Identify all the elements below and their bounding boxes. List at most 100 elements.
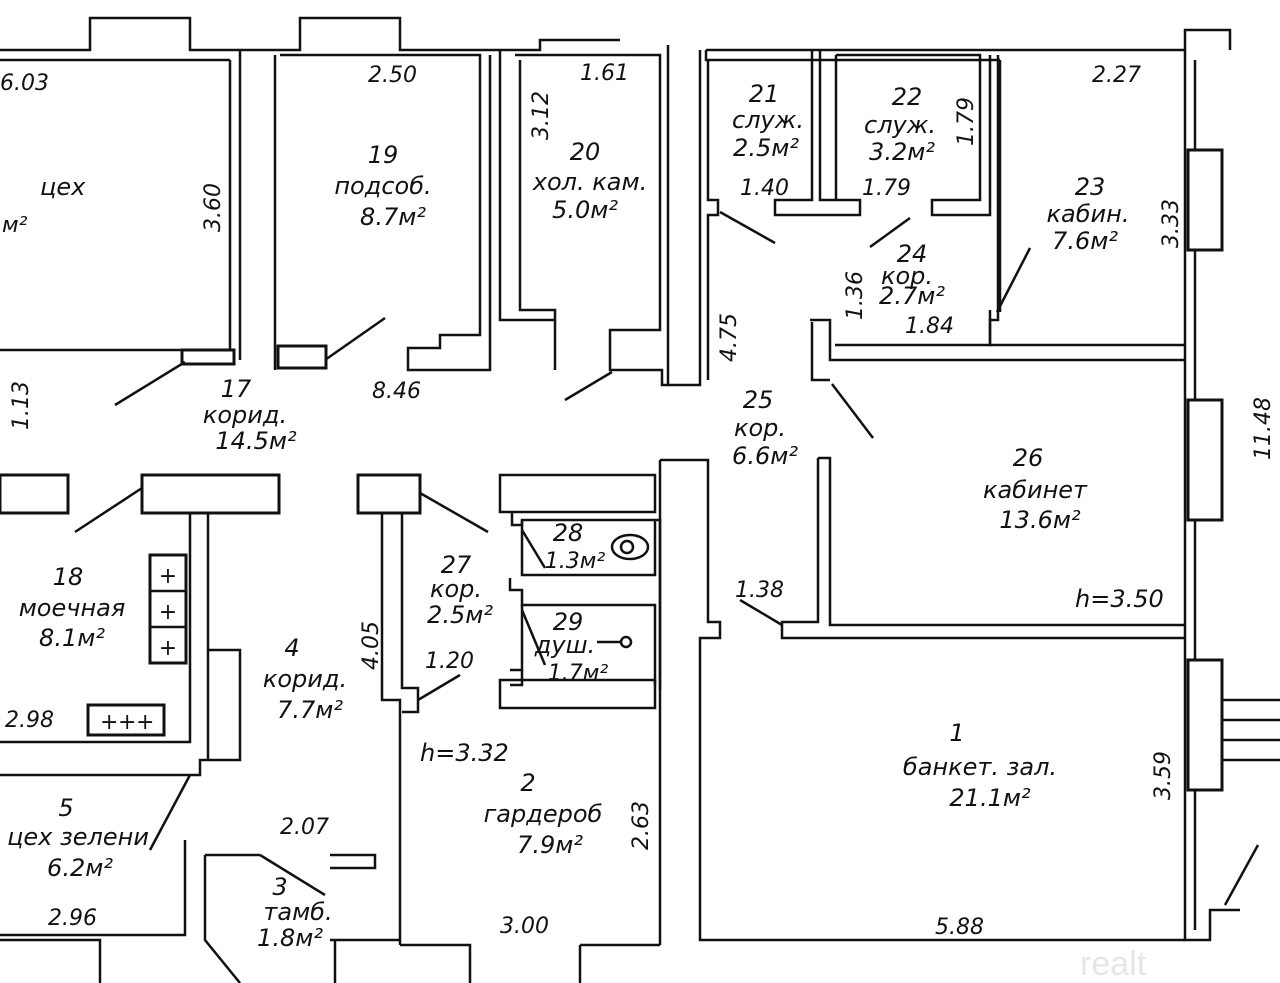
svg-text:27: 27 [441, 551, 472, 579]
svg-text:7.7м²: 7.7м² [277, 696, 343, 724]
svg-text:25: 25 [743, 386, 774, 414]
svg-text:2.5м²: 2.5м² [427, 601, 493, 629]
svg-text:2.5м²: 2.5м² [733, 134, 799, 162]
svg-text:кор.: кор. [430, 575, 482, 603]
dim-3-33: 3.33 [1159, 199, 1184, 248]
room-23: 23 кабин. 7.6м² [1047, 173, 1130, 255]
dim-3-12: 3.12 [529, 91, 554, 140]
svg-text:24: 24 [897, 240, 928, 268]
svg-text:моечная: моечная [19, 594, 126, 622]
svg-text:служ.: служ. [732, 106, 804, 134]
dimension-labels: 6.03 3.60 2.50 1.61 3.12 1.40 1.79 1.79 … [0, 61, 1276, 940]
svg-text:+: + [159, 600, 177, 625]
svg-text:+: + [159, 636, 177, 661]
dim-1-38: 1.38 [735, 578, 784, 603]
dim-2-98: 2.98 [5, 708, 54, 733]
svg-text:3.2м²: 3.2м² [869, 138, 935, 166]
dim-4-75: 4.75 [717, 313, 742, 362]
dim-1-20: 1.20 [425, 649, 474, 674]
svg-text:корид.: корид. [203, 401, 287, 429]
dim-2-96: 2.96 [48, 906, 97, 931]
room-19: 19 подсоб. 8.7м² [334, 141, 431, 231]
door-swings [74, 210, 1260, 906]
svg-text:служ.: служ. [864, 111, 936, 139]
dim-1-84: 1.84 [905, 314, 954, 339]
svg-text:душ.: душ. [534, 631, 595, 659]
dim-1-61: 1.61 [580, 61, 629, 86]
svg-text:23: 23 [1075, 173, 1106, 201]
svg-text:хол. кам.: хол. кам. [532, 168, 647, 196]
room-25: 25 кор. 6.6м² [732, 386, 798, 470]
dim-1-13: 1.13 [9, 381, 34, 430]
svg-text:4: 4 [284, 634, 299, 662]
svg-text:21: 21 [749, 80, 780, 108]
dim-2-27: 2.27 [1092, 63, 1141, 88]
svg-text:1: 1 [949, 719, 964, 747]
walls: + + + + + + [0, 16, 1280, 983]
dim-1-79a: 1.79 [862, 176, 911, 201]
svg-text:кабинет: кабинет [983, 476, 1088, 504]
svg-text:1.7м²: 1.7м² [548, 661, 609, 686]
room-3: 3 тамб. 1.8м² [257, 873, 333, 952]
room-26: 26 кабинет 13.6м² [983, 444, 1088, 534]
svg-text:5.0м²: 5.0м² [552, 196, 618, 224]
svg-text:2.7м²: 2.7м² [879, 282, 945, 310]
dim-3-60: 3.60 [201, 183, 226, 232]
svg-text:кор.: кор. [734, 414, 786, 442]
svg-text:+: + [159, 564, 177, 589]
svg-text:8.1м²: 8.1м² [39, 624, 105, 652]
svg-text:гардероб: гардероб [484, 800, 603, 828]
svg-text:5: 5 [58, 794, 73, 822]
svg-text:тамб.: тамб. [263, 898, 332, 926]
svg-text:18: 18 [53, 563, 84, 591]
dim-6-03: 6.03 [0, 71, 49, 96]
dim-3-59: 3.59 [1151, 751, 1176, 800]
watermark: realt [1080, 945, 1147, 983]
room-18: 18 моечная 8.1м² [19, 563, 126, 652]
room-17: 17 корид. 14.5м² [203, 375, 297, 455]
room-1: 1 банкет. зал. 21.1м² [903, 719, 1057, 812]
room-5: 5 цех зелени 6.2м² [7, 794, 149, 882]
svg-text:21.1м²: 21.1м² [949, 784, 1031, 812]
room-2: 2 гардероб 7.9м² [484, 769, 603, 859]
svg-text:3: 3 [272, 873, 287, 901]
dim-1-36: 1.36 [843, 271, 868, 320]
svg-text:+: + [118, 710, 136, 735]
svg-text:8.7м²: 8.7м² [360, 203, 426, 231]
dim-4-05: 4.05 [359, 621, 384, 670]
svg-text:29: 29 [553, 608, 584, 636]
svg-text:цех зелени: цех зелени [7, 823, 149, 851]
svg-text:26: 26 [1013, 444, 1044, 472]
dim-8-46: 8.46 [372, 379, 421, 404]
svg-text:2: 2 [520, 769, 535, 797]
room-21: 21 служ. 2.5м² [732, 80, 804, 162]
ceiling-height-2: h=3.32 [420, 739, 509, 767]
svg-text:6.2м²: 6.2м² [47, 854, 113, 882]
svg-text:19: 19 [368, 141, 399, 169]
svg-text:7.9м²: 7.9м² [517, 831, 583, 859]
svg-text:7.6м²: 7.6м² [1052, 227, 1118, 255]
dim-1-40: 1.40 [740, 176, 789, 201]
svg-text:28: 28 [553, 519, 584, 547]
svg-text:6.6м²: 6.6м² [732, 442, 798, 470]
svg-text:13.6м²: 13.6м² [999, 506, 1081, 534]
room-29: 29 душ. 1.7м² [534, 608, 609, 686]
room-20: 20 хол. кам. 5.0м² [532, 138, 647, 224]
dim-11-48: 11.48 [1251, 397, 1276, 460]
svg-text:1.3м²: 1.3м² [545, 549, 606, 574]
svg-text:+: + [100, 710, 118, 735]
dim-2-07: 2.07 [280, 815, 329, 840]
svg-text:подсоб.: подсоб. [334, 172, 431, 200]
svg-text:+: + [136, 710, 154, 735]
svg-text:17: 17 [221, 375, 252, 403]
svg-text:22: 22 [892, 83, 923, 111]
svg-text:корид.: корид. [263, 665, 347, 693]
svg-text:кор.: кор. [881, 262, 933, 290]
svg-text:кабин.: кабин. [1047, 200, 1130, 228]
room-24: 24 кор. 2.7м² [879, 240, 945, 310]
room-4: 4 корид. 7.7м² [263, 634, 347, 724]
svg-text:м²: м² [2, 213, 28, 238]
